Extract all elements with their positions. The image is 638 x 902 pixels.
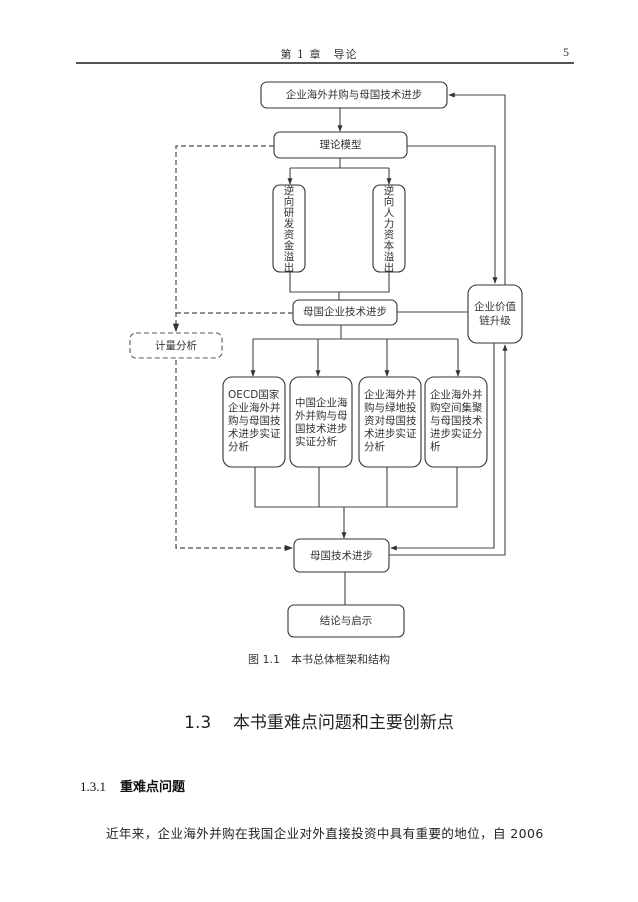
running-header-title: 第 1 章 导论 [280,48,358,61]
edge-theory-split [290,158,389,169]
subsection-title: 重难点问题 [120,780,186,795]
node-reverse-rd-label: 逆向研发资金溢出 [283,185,295,274]
node-study1-label: OECD国家企业海外并购与母国技术进步实证分析 [228,389,281,453]
node-econometric [129,332,223,359]
edge-theory-to-econometric [172,145,274,333]
node-study3 [358,376,422,468]
node-conclusion-label: 结论与启示 [319,615,373,627]
edge-home-tech-to-value-chain [389,344,508,556]
node-reverse-rd [272,184,306,273]
section-number: 1.3 [184,713,212,733]
node-study4-label: 企业海外并购空间集聚与母国技术进步实证分析 [430,389,483,453]
figure-caption: 图 1.1 本书总体框架和结构 [248,653,390,666]
edge-value-chain-to-home-tech [390,343,495,551]
edge-studies-merge [254,467,458,508]
section-title: 本书重难点问题和主要创新点 [232,713,454,733]
section-heading: 1.3 本书重难点问题和主要创新点 [0,708,638,733]
node-conclusion [287,604,405,638]
page-number: 5 [563,45,569,59]
node-study1 [222,376,286,468]
edge-value-chain-to-top [448,92,506,285]
node-theory-model-label: 理论模型 [319,139,362,151]
node-top-label: 企业海外并购与母国技术进步 [285,89,423,101]
node-reverse-hr-label: 逆向人力资本溢出 [383,185,395,274]
node-value-chain [467,284,523,344]
node-study3-label: 企业海外并购与绿地投资对母国技术进步实证分析 [364,389,417,453]
node-study4 [424,376,488,468]
edge-spillovers-merge [289,272,390,300]
node-study2 [289,376,353,468]
node-value-chain-label: 企业价值链升级 [474,301,516,327]
node-home-tech-label: 母国技术进步 [310,550,373,562]
header-rule [76,62,574,64]
node-parent-firm-tech-label: 母国企业技术进步 [303,306,387,318]
edge-econometric-to-home-tech [175,360,294,552]
node-study2-label: 中国企业海外并购与母国技术进步实证分析 [295,397,348,448]
body-paragraph: 近年来，企业海外并购在我国企业对外直接投资中具有重要的地位，自 2006 [106,826,544,841]
node-top [260,81,448,109]
node-econometric-label: 计量分析 [155,340,197,352]
subsection-number: 1.3.1 [80,779,106,794]
subsection-heading: 1.3.1 重难点问题 [80,776,185,795]
edge-theory-to-value-chain [407,145,498,284]
